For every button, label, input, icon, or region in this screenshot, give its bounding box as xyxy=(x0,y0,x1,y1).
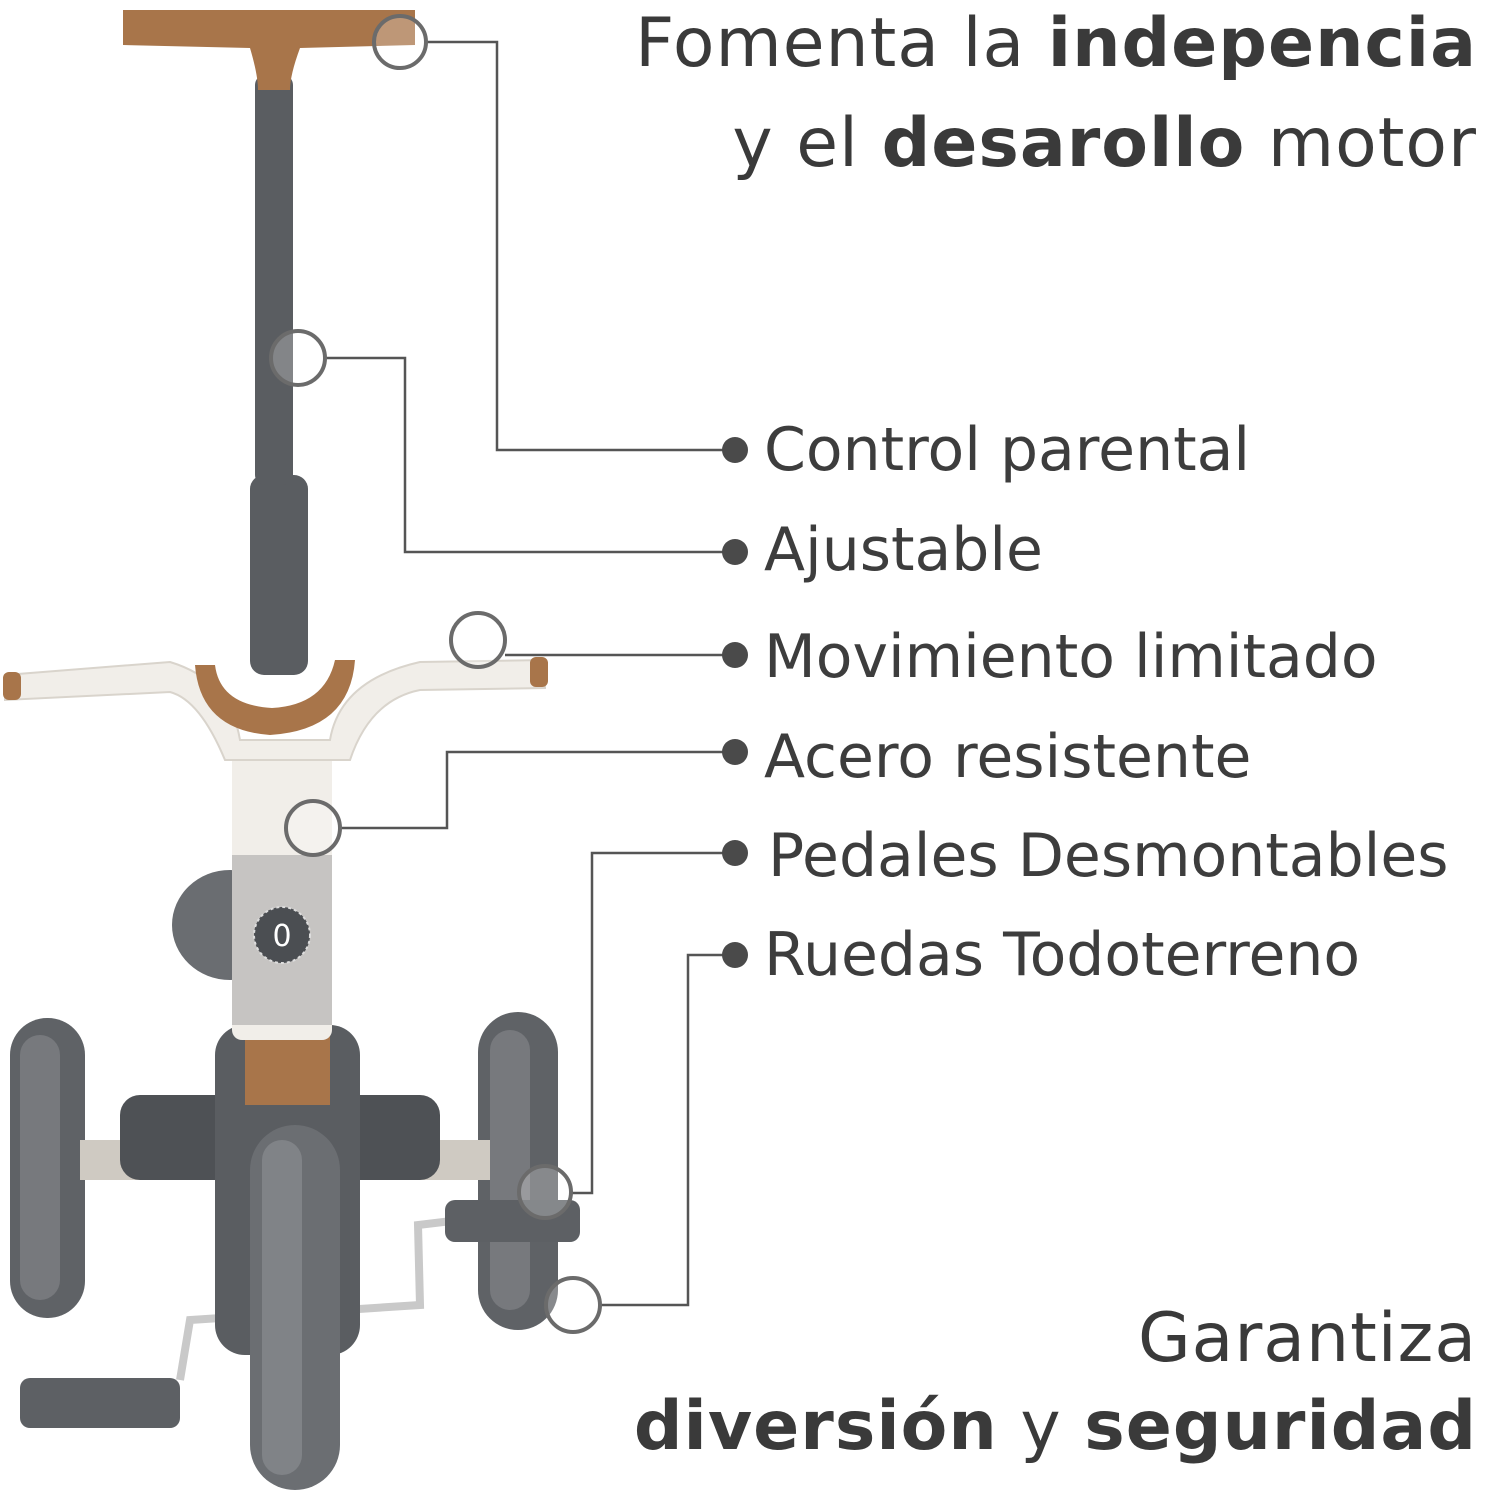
right-pedal xyxy=(445,1200,580,1242)
left-grip-end xyxy=(3,672,21,700)
headline-top-line2: y el desarollo motor xyxy=(732,110,1477,178)
push-handle xyxy=(123,10,415,90)
pedal-crank xyxy=(176,1216,461,1381)
push-bar-upper xyxy=(255,75,293,485)
headline-bold: desarollo xyxy=(881,104,1246,183)
headline-text: y el xyxy=(732,104,882,183)
feature-ruedas-todoterreno: Ruedas Todoterreno xyxy=(764,920,1361,990)
callout-lines xyxy=(325,40,735,1307)
handle-cradle xyxy=(195,660,355,735)
brand-logo: 0 xyxy=(253,906,311,964)
feature-ajustable: Ajustable xyxy=(764,515,1043,585)
headline-text: y xyxy=(997,1387,1085,1466)
headline-bold: indepencia xyxy=(1047,4,1477,83)
headline-text: motor xyxy=(1245,104,1477,183)
left-pedal xyxy=(20,1378,180,1428)
headline-bold: diversión xyxy=(633,1387,998,1466)
feature-pedales-desmontables: Pedales Desmontables xyxy=(768,821,1449,891)
headline-text: Fomenta la xyxy=(635,4,1048,83)
callout-circles xyxy=(269,14,602,1334)
headline-text: Garantiza xyxy=(1137,1299,1477,1378)
rear-left-wheel xyxy=(10,1018,85,1318)
svg-text:0: 0 xyxy=(272,919,291,954)
fork-brown-trim xyxy=(245,1035,330,1105)
callout-dots xyxy=(722,437,748,968)
headline-bottom-line1: Garantiza xyxy=(1138,1305,1477,1373)
headline-bold: seguridad xyxy=(1084,1387,1477,1466)
feature-acero-resistente: Acero resistente xyxy=(764,722,1252,792)
front-wheel xyxy=(250,1125,340,1490)
right-grip-end xyxy=(530,657,548,687)
feature-control-parental: Control parental xyxy=(764,415,1251,485)
headline-bottom-line2: diversión y seguridad xyxy=(634,1393,1477,1461)
feature-movimiento-limitado: Movimiento limitado xyxy=(764,622,1378,692)
push-bar-lower xyxy=(250,475,308,675)
headline-top-line1: Fomenta la indepencia xyxy=(635,10,1477,78)
